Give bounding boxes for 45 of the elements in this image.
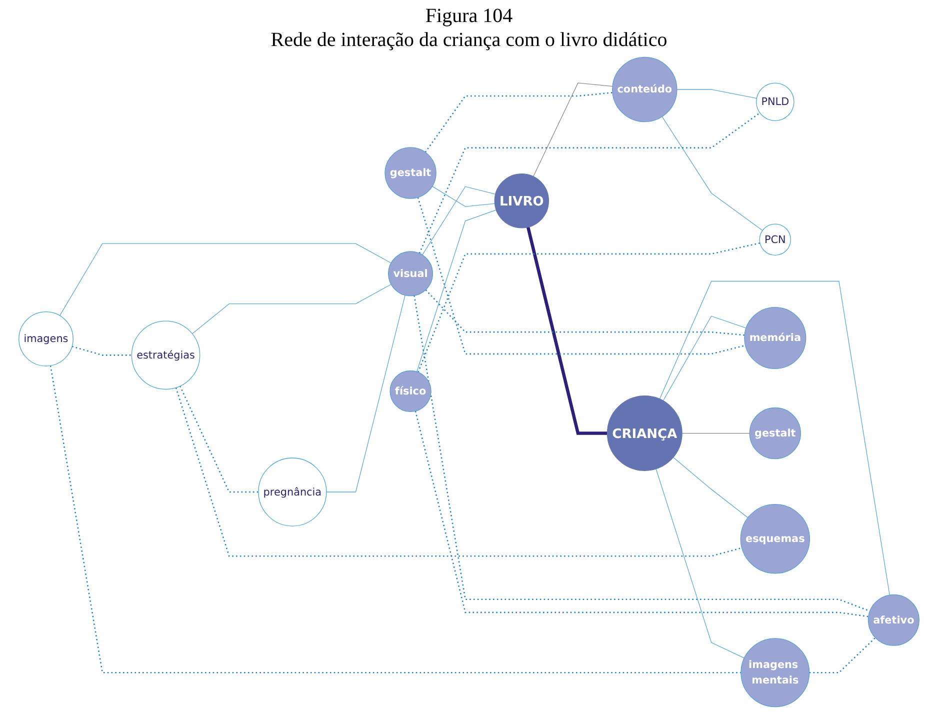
connector <box>59 243 392 316</box>
node-circle: gestalt <box>384 147 436 199</box>
connector <box>432 186 496 207</box>
connector <box>418 112 760 254</box>
connector <box>418 242 760 372</box>
connector <box>50 366 741 674</box>
connector <box>326 294 406 492</box>
connector <box>416 210 496 372</box>
connector <box>179 386 258 493</box>
connector <box>422 186 496 256</box>
node-circle: PCN <box>759 224 792 256</box>
connector <box>425 289 745 336</box>
connector <box>175 387 742 557</box>
node-circle: imagens <box>18 311 74 366</box>
title: Figura 104 <box>424 4 514 28</box>
connector <box>672 457 748 518</box>
connector <box>659 280 890 596</box>
node-circle: afetivo <box>868 594 920 646</box>
node-circle: memória <box>744 306 806 370</box>
node-circle: esquemas <box>740 504 810 574</box>
node-circle: pregnância <box>258 458 327 526</box>
node-circle: gestalt <box>749 407 801 460</box>
connector <box>662 116 763 231</box>
connector <box>424 92 613 153</box>
node-circle: CRIANÇA <box>606 396 682 471</box>
connector <box>414 295 870 612</box>
node-circle: imagens mentais <box>740 638 810 708</box>
connector <box>682 432 750 434</box>
node-circle: físico <box>390 370 432 412</box>
connector <box>414 410 869 618</box>
connector <box>532 82 613 177</box>
connector <box>192 284 392 334</box>
connector <box>656 468 745 658</box>
connector <box>662 316 746 402</box>
node-circle: conteúdo <box>612 56 678 122</box>
node-circle: estratégias <box>131 320 200 390</box>
connector <box>72 346 132 356</box>
node-circle: LIVRO <box>494 174 550 228</box>
connector <box>809 637 876 674</box>
node-circle: PNLD <box>756 82 794 121</box>
caption: Rede de interação da criança com o livro didático <box>270 28 668 52</box>
connector <box>676 89 757 99</box>
connector <box>417 197 746 355</box>
connector <box>526 226 608 435</box>
node-circle: visual <box>388 251 434 296</box>
